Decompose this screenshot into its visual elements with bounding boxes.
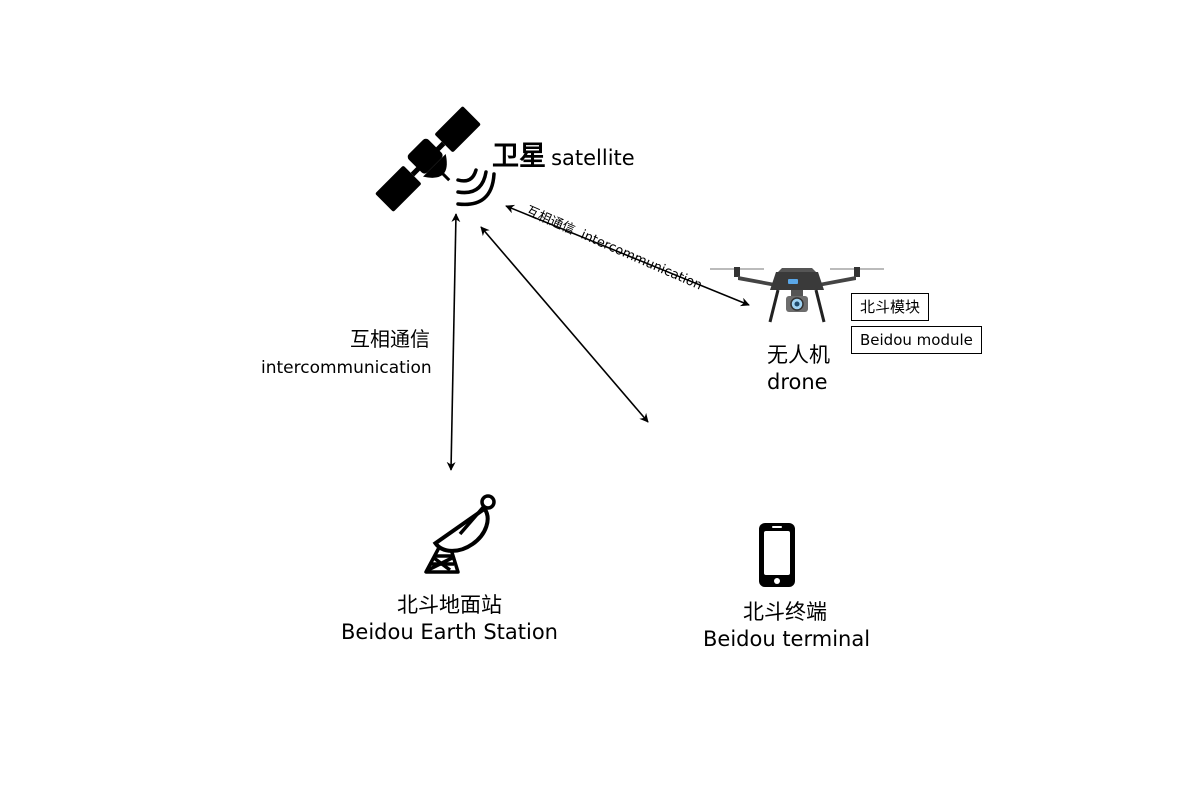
smartphone-icon <box>759 523 795 587</box>
arrow-satellite-drone <box>505 204 750 307</box>
drone-icon <box>710 267 884 323</box>
arrow-satellite-station <box>446 213 461 471</box>
beidou-module-label-zh: 北斗模块 <box>851 293 930 321</box>
drone-label-zh: 无人机 <box>767 343 830 367</box>
satellite-label-en: satellite <box>551 146 635 170</box>
satellite-dish-icon <box>424 494 496 574</box>
drone-label-en: drone <box>767 370 828 394</box>
terminal-label-zh: 北斗终端 <box>743 600 827 624</box>
earth-station-label-zh: 北斗地面站 <box>397 593 502 617</box>
earth-station-label-en: Beidou Earth Station <box>341 620 558 644</box>
terminal-label-en: Beidou terminal <box>703 627 871 651</box>
beidou-module-label-en: Beidou module <box>851 326 982 354</box>
link-station-label-zh: 互相通信 <box>350 327 430 351</box>
satellite-label-zh: 卫星 <box>492 141 546 172</box>
satellite-icon <box>375 106 496 212</box>
link-station-label-en: intercommunication <box>261 358 432 378</box>
satellite-label: 卫星 satellite <box>492 134 635 173</box>
